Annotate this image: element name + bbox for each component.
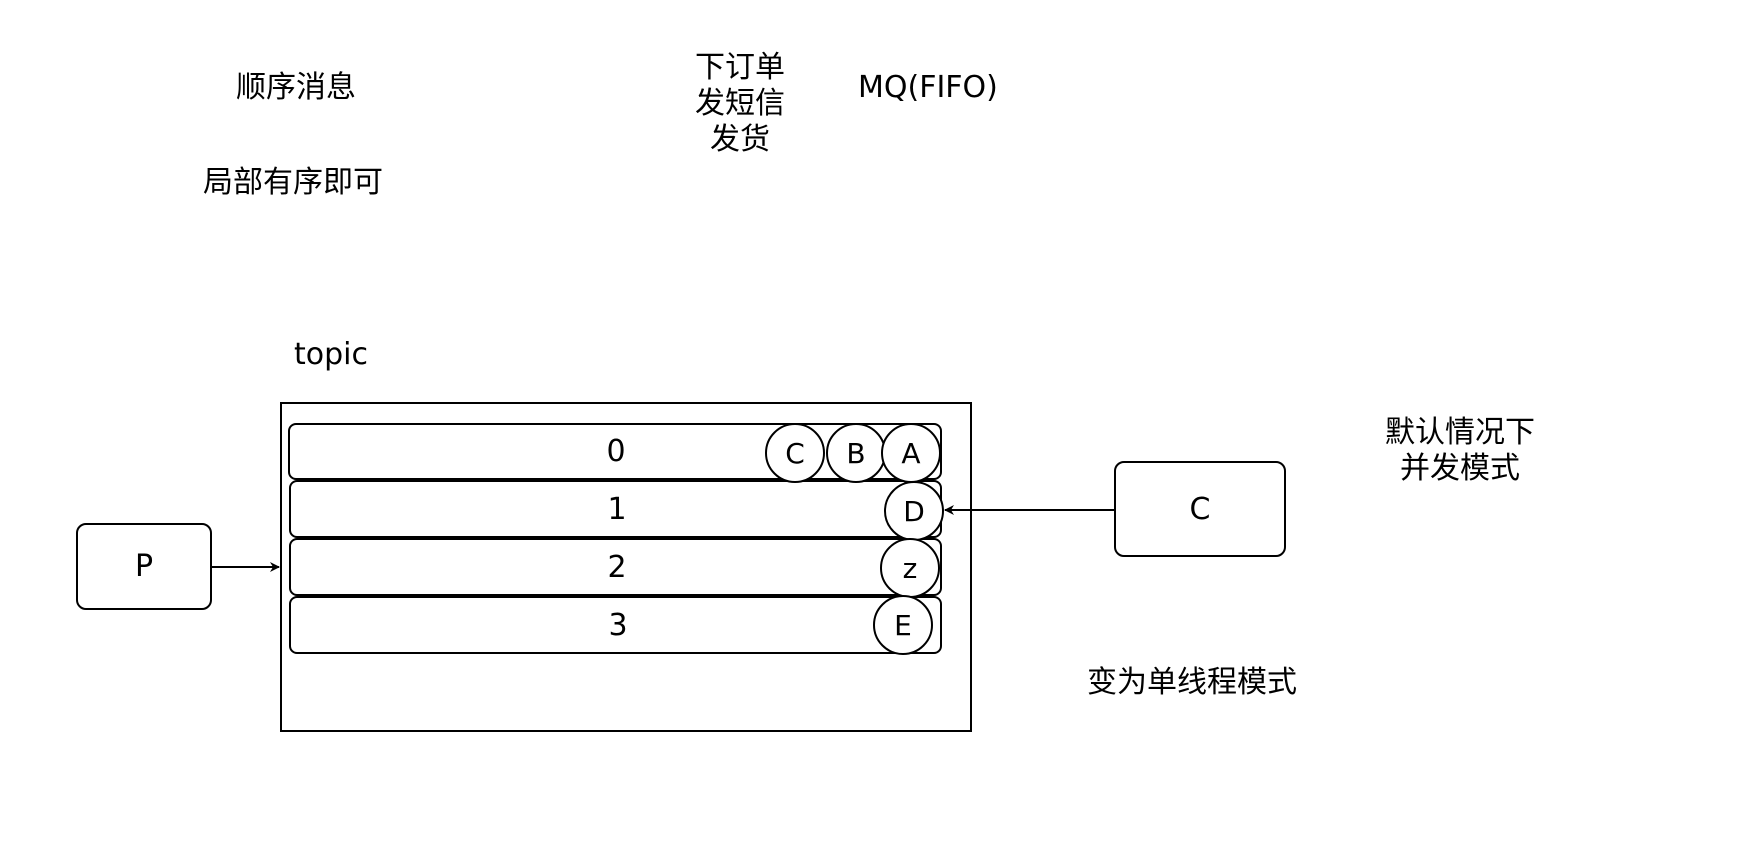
- message-circle: A: [881, 423, 941, 483]
- queue-row: 3: [289, 596, 942, 654]
- consumer-label: C: [1189, 491, 1211, 527]
- queue-id: 3: [608, 608, 628, 643]
- queue-id: 0: [606, 434, 626, 469]
- queue-id: 2: [607, 550, 627, 585]
- queue-row: 1: [289, 480, 942, 538]
- producer-label: P: [134, 549, 154, 584]
- ordered-message-note: 顺序消息: [236, 70, 356, 105]
- message-circle: C: [765, 423, 825, 483]
- message-circle: E: [873, 595, 933, 655]
- message-circle: B: [826, 423, 886, 483]
- message-circle: D: [884, 481, 944, 541]
- message-circle: z: [880, 538, 940, 598]
- steps-note: 下订单 发短信 发货: [695, 50, 785, 157]
- single-thread-mode-note: 变为单线程模式: [1087, 665, 1297, 700]
- queue-id: 1: [607, 492, 627, 527]
- partial-order-note: 局部有序即可: [203, 165, 383, 200]
- consumer-node: C: [1114, 461, 1286, 557]
- producer-node: P: [76, 523, 212, 610]
- mq-fifo-note: MQ(FIFO): [858, 70, 998, 105]
- queue-row: 2: [289, 538, 942, 596]
- default-mode-note: 默认情况下 并发模式: [1385, 415, 1535, 486]
- topic-label: topic: [294, 337, 368, 372]
